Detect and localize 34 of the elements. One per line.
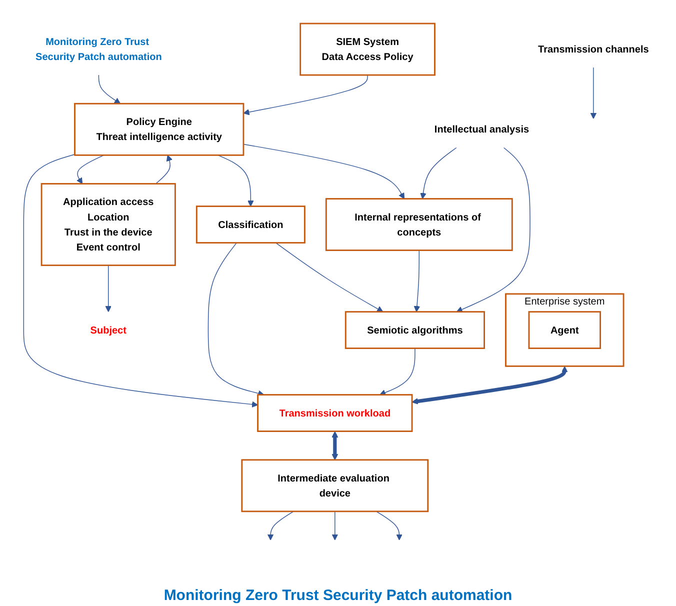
arrow — [275, 242, 384, 312]
node-text: Monitoring Zero Trust Security Patch automation — [36, 36, 162, 62]
node-box: Intermediate evaluation device — [241, 459, 429, 512]
arrow — [332, 511, 338, 540]
arrow — [218, 154, 254, 207]
node-text: Intellectual analysis — [434, 123, 530, 135]
arrow — [23, 154, 258, 408]
arrow — [412, 366, 568, 404]
node-box: Internal representations of concepts — [325, 198, 513, 251]
arrow — [155, 154, 172, 184]
arrow — [420, 147, 457, 200]
arrow — [98, 74, 121, 104]
node-text: Subject — [90, 324, 126, 336]
node-text: Transmission channels — [538, 43, 649, 55]
arrow — [379, 348, 416, 396]
arrow — [243, 144, 405, 200]
node-box: Semiotic algorithms — [344, 311, 485, 349]
arrow — [208, 242, 264, 396]
node-box: Classification — [196, 206, 306, 244]
note-text: Monitoring Zero Trust Security Patch automation — [162, 586, 514, 606]
node-box: SIEM System Data Access Policy — [300, 22, 436, 76]
arrow — [267, 511, 294, 540]
arrow — [456, 147, 530, 312]
arrow — [414, 250, 420, 312]
arrow — [332, 431, 338, 460]
node-box: Transmission workload — [257, 394, 413, 432]
arrow — [376, 511, 402, 540]
node-box: Agent — [528, 311, 601, 349]
node-box: Application access Location Trust in the device Event control — [40, 183, 176, 266]
arrow — [105, 264, 112, 312]
arrow — [76, 154, 104, 184]
arrow — [243, 74, 368, 116]
arrow — [590, 67, 597, 119]
node-box: Policy Engine Threat intelligence activity — [74, 102, 244, 156]
